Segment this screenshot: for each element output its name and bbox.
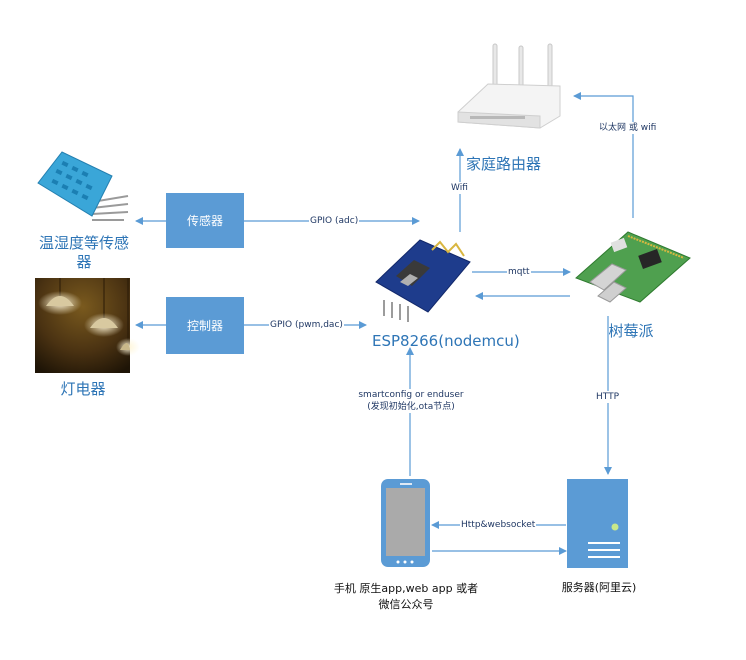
edge-label-gpio-adc: GPIO (adc) (309, 215, 360, 227)
dht-sensor-image (37, 151, 129, 221)
edge-label-http-websocket: Http&websocket (460, 519, 537, 531)
server-caption: 服务器(阿里云) (561, 581, 637, 594)
server-image (567, 479, 628, 568)
edge-label-wifi: Wifi (450, 182, 469, 194)
edge-label-mqtt: mqtt (507, 266, 531, 278)
esp8266-image (375, 239, 471, 322)
edge-label-gpio-pwm: GPIO (pwm,dac) (269, 319, 344, 331)
sensor-box: 传感器 (166, 193, 244, 248)
phone-caption: 手机 原生app,web app 或者微信公众号 (333, 582, 479, 611)
controller-box: 控制器 (166, 297, 244, 354)
router-caption: 家庭路由器 (466, 155, 542, 173)
pi-caption: 树莓派 (608, 322, 654, 340)
arrow-pi-to-router (573, 92, 634, 218)
edge-label-ethernet-wifi: 以太网 或 wifi (598, 122, 658, 134)
edge-label-smartconfig: smartconfig or enduser (发现初始化,ota节点) (352, 389, 470, 413)
edge-label-http: HTTP (595, 391, 621, 403)
lamp-photo (35, 278, 140, 373)
phone-image (381, 479, 430, 567)
light-caption: 灯电器 (60, 380, 106, 398)
router-image (457, 43, 561, 129)
raspberry-pi-image (575, 231, 691, 303)
esp-caption: ESP8266(nodemcu) (372, 332, 520, 350)
sensor-caption: 温湿度等传感器 (38, 234, 129, 271)
